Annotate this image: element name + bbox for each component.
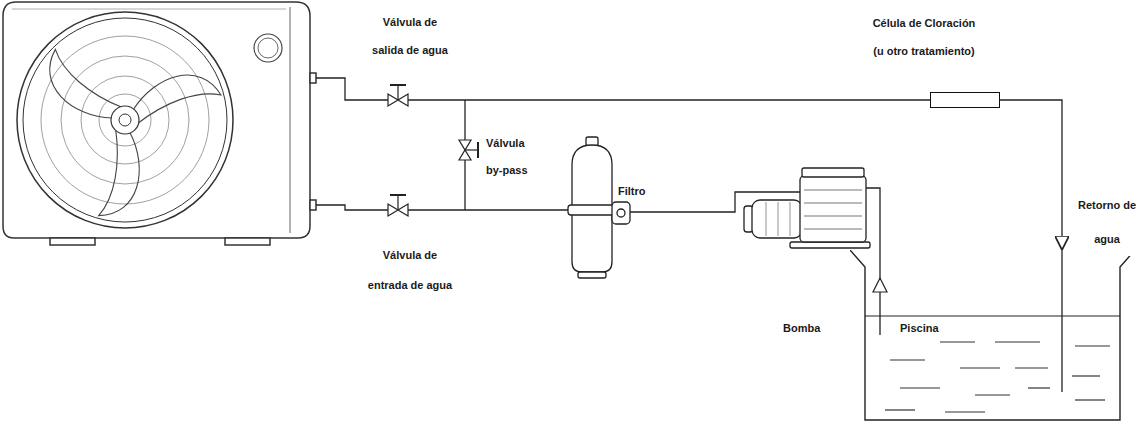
display-dial — [258, 38, 278, 58]
water-pipe — [316, 205, 388, 210]
pump — [804, 216, 862, 217]
valve-label: Válvula de entrada de agua — [367, 240, 454, 300]
gate-valve — [390, 194, 406, 196]
heat-pump-unit — [3, 2, 316, 245]
sand-filter — [617, 209, 625, 217]
display-dial — [254, 34, 282, 62]
text-holder: Retorno de agua — [1070, 188, 1144, 256]
gate-valve — [388, 195, 408, 216]
pump — [766, 202, 767, 236]
water-dash — [890, 359, 925, 360]
water-dash — [1075, 399, 1105, 400]
pump — [752, 200, 802, 238]
water-pipe — [866, 188, 880, 335]
pool-outline — [850, 250, 1135, 420]
bypass-valve — [459, 140, 478, 160]
suction-arrow — [873, 278, 887, 292]
water-pipe — [1061, 250, 1062, 392]
heat-pump-unit — [50, 238, 95, 245]
water-pipe — [408, 99, 930, 100]
gate-valve — [390, 84, 406, 86]
water-pipe — [316, 78, 1062, 392]
water-pipe — [464, 160, 465, 210]
water-surface — [865, 315, 1120, 316]
text-holder: Válvula de salida de agua — [371, 8, 449, 64]
pump — [804, 203, 862, 204]
sand-filter — [568, 205, 616, 215]
text-holder: Válvula by-pass — [486, 130, 530, 184]
heat-pump-unit — [290, 7, 291, 233]
pump — [778, 202, 779, 236]
pump — [790, 202, 791, 236]
heat-pump-unit — [12, 9, 286, 10]
text-holder: Filtro — [618, 184, 646, 198]
pool-label: Piscina — [900, 321, 939, 335]
fan-grille — [17, 12, 233, 228]
pool-outline — [850, 250, 1135, 422]
bypass-valve — [477, 142, 479, 158]
pump — [802, 168, 864, 177]
fan-grille — [111, 106, 139, 134]
valve-label: Válvula de salida de agua — [371, 8, 449, 64]
water-dash — [975, 394, 1010, 395]
pool-outline: Piscina — [850, 250, 1135, 422]
fan-grille — [41, 36, 209, 204]
fan-grille — [74, 125, 160, 226]
fan-grille — [133, 75, 221, 124]
heat-pump-unit — [310, 200, 316, 210]
heat-pump-unit — [310, 73, 316, 83]
pump-label: Bomba — [783, 321, 820, 335]
water-pipe — [316, 78, 388, 100]
water-dash — [960, 367, 1000, 368]
water-dash — [995, 341, 1040, 342]
heat-pump-unit — [225, 238, 270, 245]
bypass-valve — [465, 149, 478, 150]
water-pipe — [408, 209, 572, 210]
water-dash — [900, 387, 940, 388]
water-dash — [885, 409, 915, 410]
pump — [790, 242, 870, 248]
pump — [800, 176, 866, 242]
fan-grille — [23, 18, 227, 222]
return-pipe — [1000, 100, 1062, 250]
fan-grille — [119, 114, 131, 126]
valve-label: Válvula by-pass — [486, 130, 530, 184]
water-dash — [1028, 387, 1050, 388]
water-dash — [940, 341, 975, 342]
fan-grille — [61, 56, 189, 184]
heat-pump-unit — [3, 2, 310, 238]
text-holder: Válvula de entrada de agua — [367, 240, 454, 300]
water-pipe — [464, 100, 465, 140]
sand-filter — [568, 137, 630, 278]
gate-valve — [388, 85, 408, 106]
pump — [744, 168, 870, 248]
suction-arrow — [873, 278, 887, 292]
cell-heading: Célula de Cloración (u otro tratamiento) — [872, 9, 977, 65]
pump — [804, 190, 862, 191]
water-dash — [885, 342, 1110, 412]
gate-valve — [397, 85, 398, 100]
fan-grille — [81, 76, 169, 164]
treatment-cell: Célula de Cloración (u otro tratamiento) — [930, 92, 1000, 108]
water-dash — [945, 411, 985, 412]
text-holder: Piscina — [900, 321, 939, 335]
flow-label: Retorno de agua — [1070, 188, 1144, 256]
sand-filter — [612, 202, 630, 224]
text-holder: Célula de Cloración (u otro tratamiento) — [872, 9, 977, 65]
gate-valve — [397, 195, 398, 210]
water-dash — [1075, 345, 1110, 346]
pump — [804, 229, 862, 230]
fan-grille — [17, 12, 233, 228]
water-dash — [1072, 375, 1100, 376]
sand-filter — [578, 272, 606, 278]
filter-label: Filtro — [618, 184, 646, 198]
water-dash — [1015, 367, 1048, 368]
display-dial — [254, 34, 282, 62]
text-holder: Bomba — [783, 321, 820, 335]
